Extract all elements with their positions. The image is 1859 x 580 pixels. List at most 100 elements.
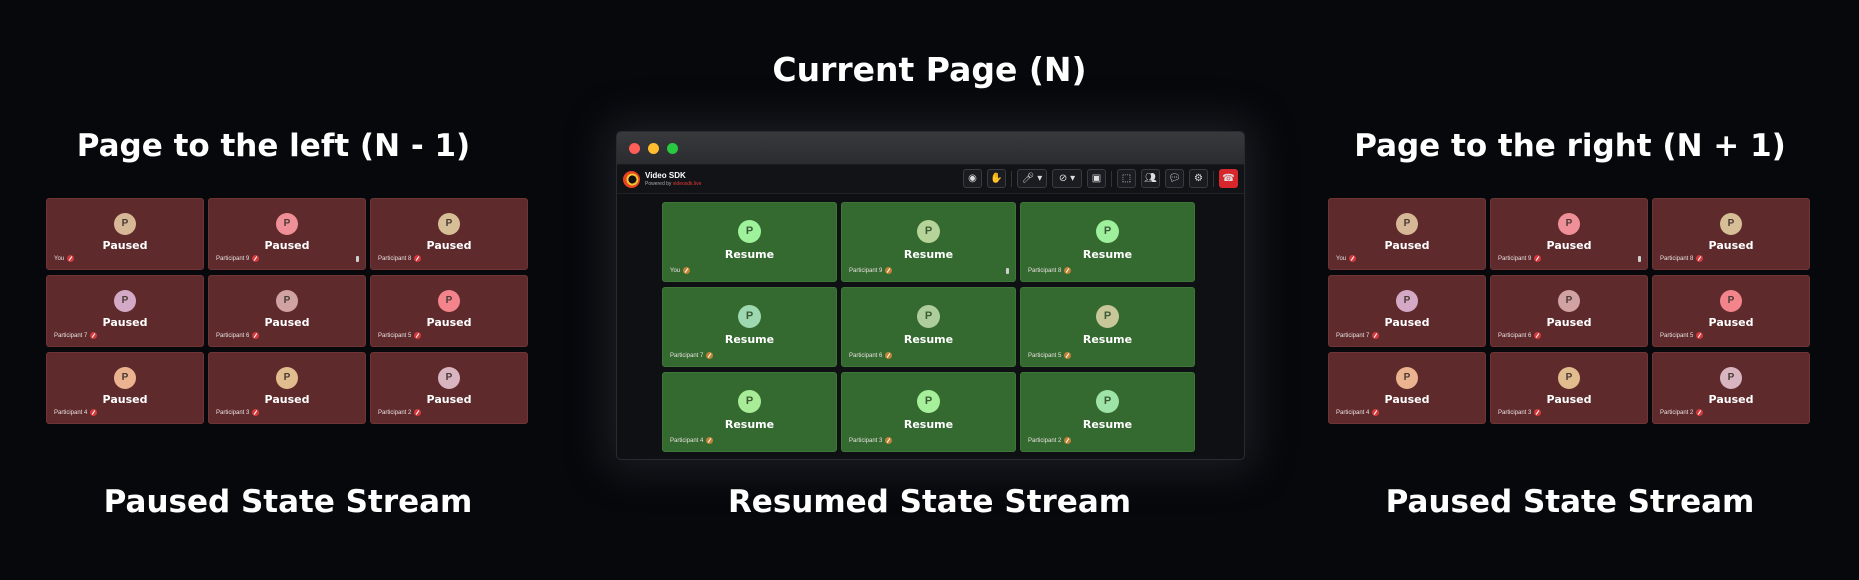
participant-name-text: Participant 2: [1028, 437, 1062, 444]
participant-name: Participant 3: [849, 437, 893, 444]
mic-muted-icon: [1349, 255, 1357, 262]
participant-name: Participant 7: [54, 332, 98, 339]
participant-name: Participant 8: [1660, 255, 1704, 262]
participant-name: Participant 9: [216, 255, 260, 262]
participant-name: You: [1336, 255, 1357, 262]
settings-button[interactable]: ⚙: [1189, 169, 1208, 188]
record-icon: ◉: [968, 173, 977, 184]
meeting-controls: ◉ ✋ 🎤︎ ▾ ⊘ ▾ ▣ ⬚ 👥︎ 💬︎ ⚙ ☎: [963, 169, 1238, 188]
chat-button[interactable]: 💬︎: [1165, 169, 1184, 188]
stream-state-label: Resume: [724, 332, 775, 346]
close-window-button[interactable]: [629, 142, 640, 154]
participant-name-text: Participant 2: [1660, 409, 1694, 416]
video-sdk-window: Video SDK Powered by videosdk.live ◉ ✋ 🎤︎ …: [616, 131, 1245, 460]
participant-name: Participant 3: [1498, 409, 1542, 416]
maximize-window-button[interactable]: [667, 142, 678, 154]
mic-muted-icon: [252, 332, 260, 339]
virtual-background-icon: ⬚: [1121, 173, 1132, 184]
stream-state-label: Resume: [903, 247, 954, 261]
avatar: P: [738, 389, 761, 413]
mic-muted-icon: [67, 255, 75, 262]
avatar: P: [738, 219, 761, 243]
mic-muted-icon: [1534, 409, 1542, 416]
left-caption: Paused State Stream: [103, 484, 473, 520]
stream-state-label: Paused: [264, 392, 310, 406]
participant-name: Participant 5: [1660, 332, 1704, 339]
participant-name-text: Participant 4: [1336, 409, 1370, 416]
raise-hand-button[interactable]: ✋: [987, 169, 1006, 188]
participant-name-text: Participant 8: [378, 255, 412, 262]
avatar: P: [438, 212, 460, 235]
end-call-button[interactable]: ☎: [1219, 169, 1238, 188]
stream-state-label: Paused: [1708, 238, 1754, 252]
mic-muted-icon: [90, 409, 98, 416]
brand-link[interactable]: videosdk.live: [672, 180, 702, 187]
virtual-background-button[interactable]: ⬚: [1117, 169, 1136, 188]
participant-name: Participant 4: [670, 437, 714, 444]
record-button[interactable]: ◉: [963, 169, 982, 188]
stream-state-label: Resume: [724, 417, 775, 431]
mic-icon: 🎤︎ ▾: [1021, 173, 1043, 184]
mic-muted-icon: [885, 437, 893, 444]
chat-icon: 💬︎: [1168, 173, 1181, 184]
screen-share-button[interactable]: ▣: [1087, 169, 1106, 188]
participant-name: Participant 6: [216, 332, 260, 339]
videosdk-logo-icon: [623, 170, 640, 188]
mic-toggle[interactable]: 🎤︎ ▾: [1017, 169, 1047, 188]
pin-icon: [1638, 256, 1641, 262]
avatar: P: [1396, 212, 1418, 235]
participant-name: Participant 3: [216, 409, 260, 416]
stream-state-label: Paused: [426, 392, 472, 406]
minimize-window-button[interactable]: [648, 142, 659, 154]
mic-muted-icon: [885, 267, 893, 274]
avatar: P: [114, 289, 136, 312]
participant-name-text: Participant 3: [216, 409, 250, 416]
stream-state-label: Resume: [903, 332, 954, 346]
participant-name: Participant 4: [54, 409, 98, 416]
participant-name: Participant 7: [1336, 332, 1380, 339]
avatar: P: [1558, 212, 1580, 235]
participant-name-text: Participant 3: [1498, 409, 1532, 416]
avatar: P: [1720, 289, 1742, 312]
mic-muted-icon: [1696, 409, 1704, 416]
mic-muted-icon: [414, 332, 422, 339]
brand: Video SDK Powered by videosdk.live: [645, 171, 702, 187]
mic-muted-icon: [1372, 332, 1380, 339]
avatar: P: [1558, 366, 1580, 389]
webcam-toggle[interactable]: ⊘ ▾: [1052, 169, 1082, 188]
participant-name: Participant 9: [1498, 255, 1542, 262]
center-caption: Resumed State Stream: [727, 484, 1132, 520]
participants-button[interactable]: 👥︎: [1141, 169, 1160, 188]
participant-name-text: Participant 9: [849, 267, 883, 274]
avatar: P: [1558, 289, 1580, 312]
mic-muted-icon: [1534, 255, 1542, 262]
stream-state-label: Resume: [1082, 332, 1133, 346]
